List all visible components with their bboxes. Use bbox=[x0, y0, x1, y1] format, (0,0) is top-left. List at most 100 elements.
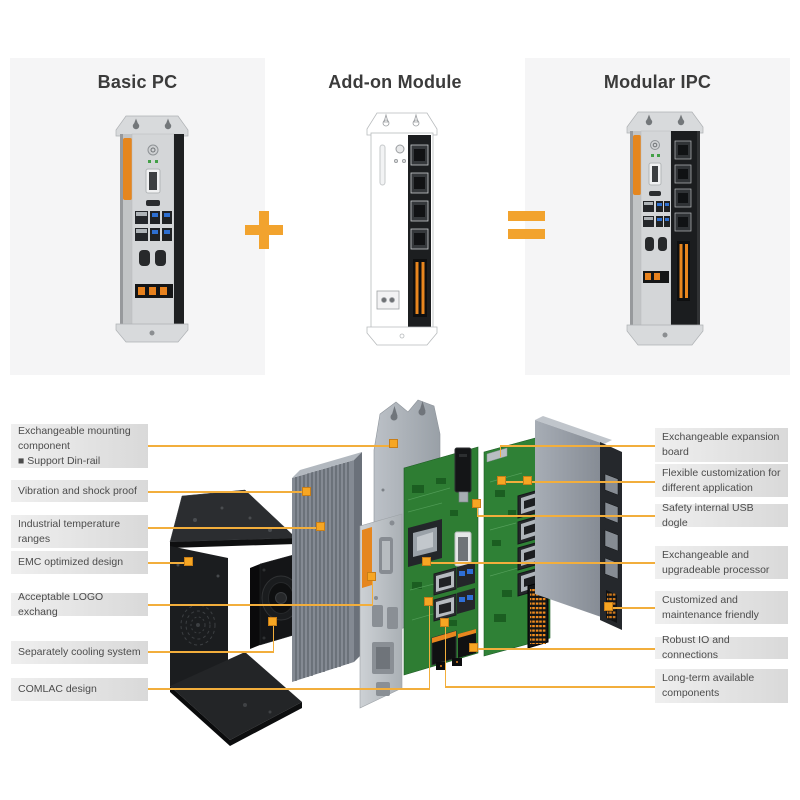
io-faceplate-part bbox=[359, 513, 403, 709]
callout-text: Vibration and shock proof bbox=[18, 484, 137, 497]
callout-marker bbox=[497, 476, 506, 485]
callout-logo-exchange: Acceptable LOGO exchang bbox=[11, 591, 148, 618]
callout-robust-io: Robust IO and connections bbox=[655, 634, 788, 661]
callout-upgradeable-processor: Exchangeable and upgradeable processor bbox=[655, 546, 788, 579]
status-led-icons bbox=[148, 160, 158, 163]
equals-icon bbox=[508, 211, 545, 239]
callout-longterm-components: Long-term available components bbox=[655, 669, 788, 703]
callout-text: Customized and maintenance friendly bbox=[662, 593, 759, 621]
plus-icon bbox=[245, 211, 283, 249]
power-button-icon bbox=[147, 144, 159, 156]
serial-ports bbox=[645, 237, 667, 251]
callout-temperature-ranges: Industrial temperature ranges bbox=[11, 515, 148, 548]
cpu-socket bbox=[408, 519, 442, 567]
callout-flexible-customization: Flexible customization for different app… bbox=[655, 464, 788, 497]
basic-pc-image bbox=[115, 115, 189, 343]
callout-marker bbox=[472, 499, 481, 508]
callout-marker bbox=[469, 643, 478, 652]
serial-ports bbox=[139, 250, 166, 266]
mounting-bracket-top bbox=[366, 112, 438, 136]
callout-line bbox=[499, 445, 501, 457]
callout-line bbox=[444, 625, 446, 686]
callout-text: Exchangeable mounting component bbox=[18, 424, 131, 452]
callout-text: Exchangeable expansion board bbox=[662, 431, 780, 458]
addon-module-image bbox=[366, 112, 438, 346]
callout-line bbox=[148, 527, 323, 529]
callout-line bbox=[500, 445, 655, 447]
mounting-bracket-top bbox=[626, 111, 704, 134]
brand-stripe bbox=[633, 135, 641, 195]
callout-marker bbox=[440, 618, 449, 627]
callout-marker bbox=[389, 439, 398, 448]
addon-module-title: Add-on Module bbox=[328, 72, 462, 92]
ethernet-usb-ports bbox=[433, 562, 475, 622]
callout-text: Safety internal USB dogle bbox=[662, 501, 754, 529]
exploded-view-image bbox=[169, 399, 622, 746]
port-cutouts bbox=[604, 473, 619, 580]
callout-marker bbox=[316, 522, 325, 531]
motherboard-part bbox=[403, 446, 479, 676]
dvi-port bbox=[454, 531, 472, 567]
callout-line bbox=[427, 562, 655, 564]
callout-marker bbox=[268, 617, 277, 626]
callout-text: Flexible customization for different app… bbox=[662, 466, 781, 494]
callout-line bbox=[148, 562, 191, 564]
terminal-block bbox=[643, 271, 669, 283]
brand-stripe bbox=[123, 138, 132, 200]
keyhole-icon bbox=[390, 401, 426, 421]
hdmi-port bbox=[146, 200, 160, 206]
usb-dongle-part bbox=[454, 447, 472, 503]
ethernet-ports bbox=[410, 144, 429, 250]
heatsink-part bbox=[292, 452, 362, 682]
callout-vibration-proof: Vibration and shock proof bbox=[11, 480, 148, 502]
callout-subtext: ■ Support Din-rail bbox=[18, 454, 101, 467]
modular-ipc-title: Modular IPC bbox=[603, 72, 712, 92]
status-led-icons bbox=[651, 154, 660, 157]
pin-header bbox=[413, 259, 427, 317]
callout-line bbox=[371, 579, 373, 604]
callout-line bbox=[148, 688, 430, 690]
callout-line bbox=[428, 604, 430, 688]
callout-line bbox=[148, 445, 395, 447]
ethernet-ports bbox=[674, 140, 692, 232]
basic-pc-title: Basic PC bbox=[97, 72, 178, 92]
power-button-icon bbox=[394, 144, 406, 163]
callout-text: Separately cooling system bbox=[18, 646, 141, 658]
callout-text: Exchangeable and upgradeable processor bbox=[662, 548, 770, 576]
callout-line bbox=[148, 604, 373, 606]
callout-marker bbox=[184, 557, 193, 566]
callout-line bbox=[498, 481, 655, 483]
pin-header bbox=[527, 579, 549, 649]
callout-emc-design: EMC optimized design bbox=[11, 551, 148, 574]
callout-text: Industrial temperature ranges bbox=[18, 517, 121, 545]
callout-text: EMC optimized design bbox=[18, 556, 124, 568]
callout-marker bbox=[424, 597, 433, 606]
mounting-bracket-bottom bbox=[626, 324, 704, 346]
callout-line bbox=[445, 686, 655, 688]
ethernet-usb-ports bbox=[135, 211, 172, 241]
dvi-port bbox=[145, 168, 161, 194]
callout-cooling-system: Separately cooling system bbox=[11, 641, 148, 664]
callout-text: COMLAC design bbox=[18, 683, 97, 695]
callout-marker bbox=[604, 602, 613, 611]
mounting-bracket-bottom bbox=[366, 326, 438, 346]
callout-comlac-design: COMLAC design bbox=[11, 678, 148, 701]
callout-line bbox=[474, 648, 655, 650]
power-terminal bbox=[376, 290, 400, 310]
callout-text: Robust IO and connections bbox=[662, 634, 730, 661]
callout-marker bbox=[367, 572, 376, 581]
vent-slot bbox=[379, 144, 386, 186]
mounting-bracket-bottom bbox=[115, 323, 189, 343]
side-cover-part bbox=[535, 416, 622, 630]
pin-header bbox=[677, 241, 690, 301]
keyhole-icon bbox=[645, 114, 685, 126]
chassis-part bbox=[169, 489, 302, 746]
ethernet-usb-ports bbox=[643, 201, 670, 227]
callout-line bbox=[476, 508, 478, 516]
hdmi-port bbox=[649, 191, 661, 196]
callout-marker bbox=[523, 476, 532, 485]
callout-line bbox=[272, 624, 274, 651]
callout-line bbox=[148, 651, 274, 653]
mounting-bracket-top bbox=[115, 115, 189, 137]
